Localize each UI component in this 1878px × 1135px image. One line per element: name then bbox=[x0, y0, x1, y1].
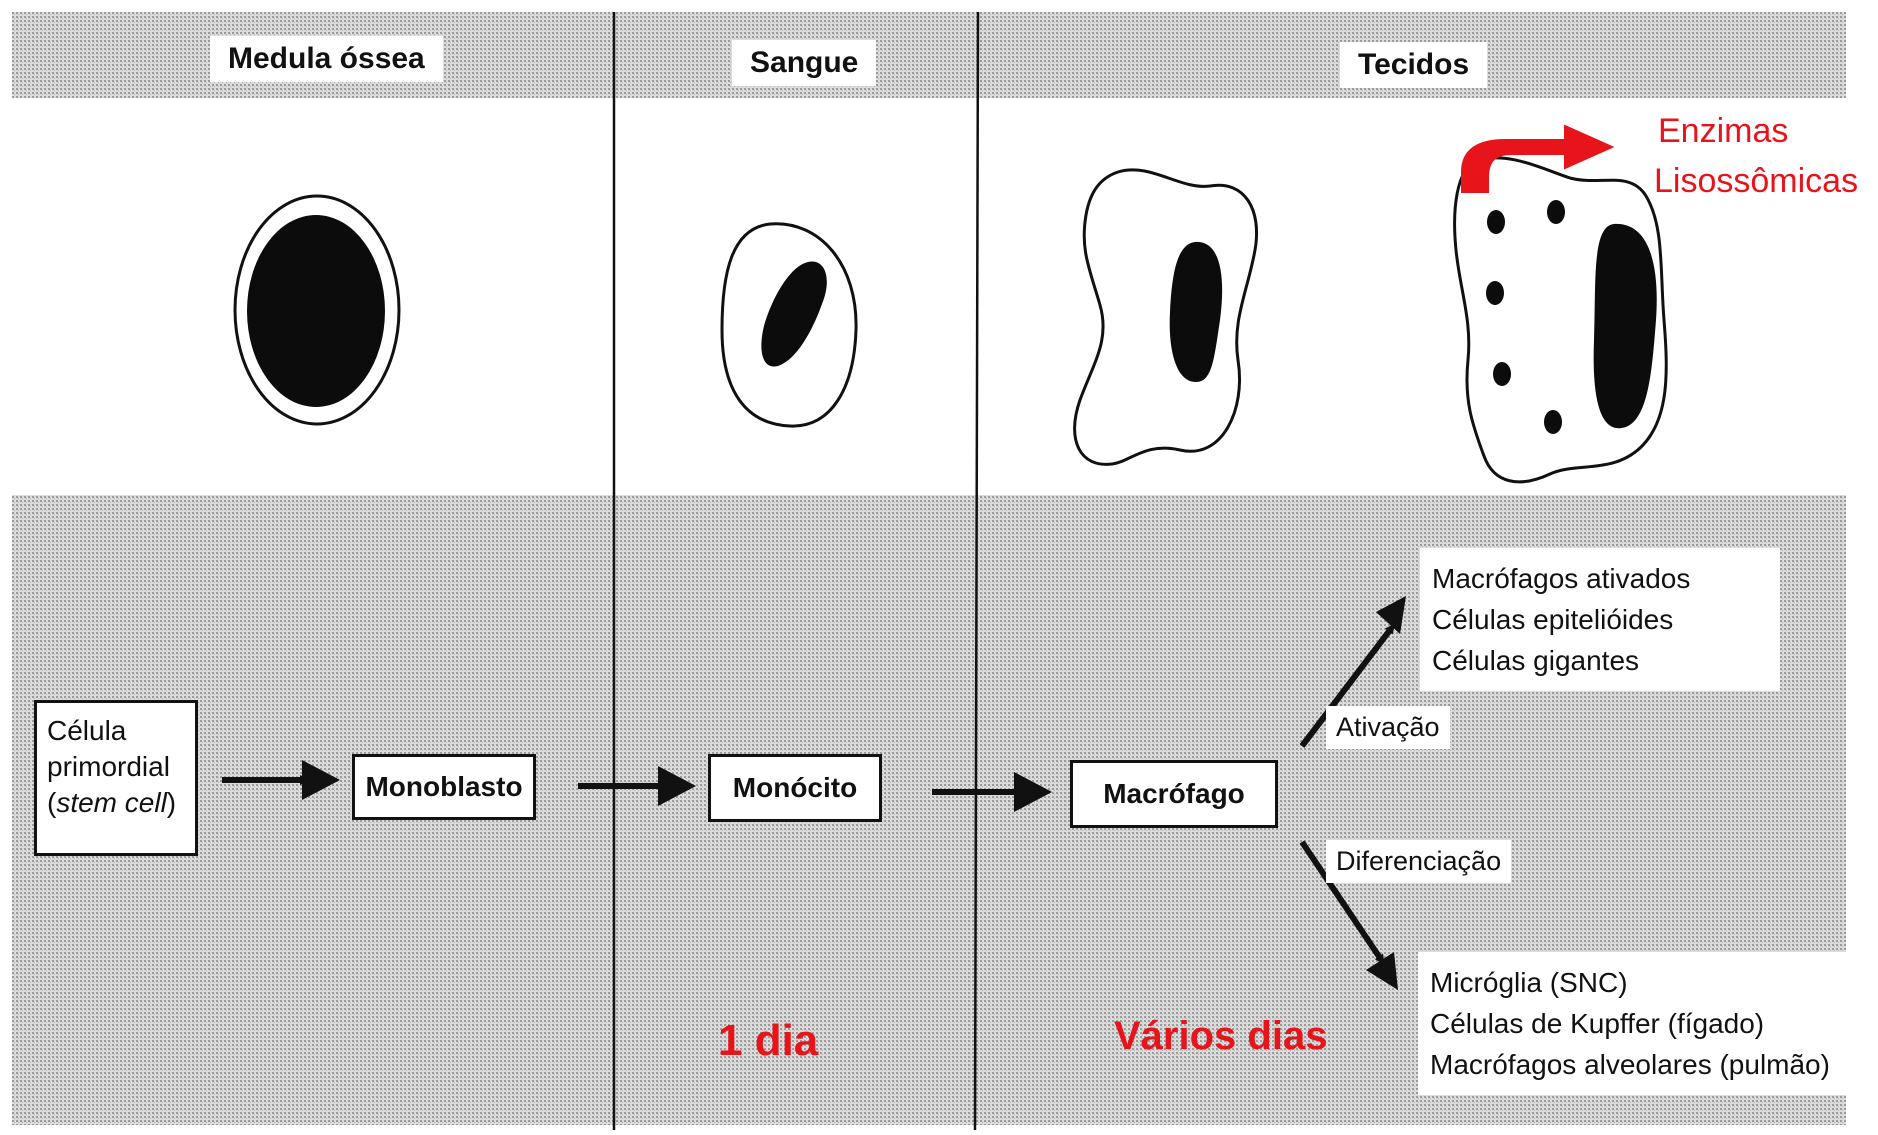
differentiated-item-1: Micróglia (SNC) bbox=[1430, 962, 1840, 1003]
stem-cell-paren-close: ) bbox=[167, 787, 176, 818]
activation-label: Ativação bbox=[1326, 706, 1450, 749]
several-days-label: Vários dias bbox=[1114, 1014, 1327, 1059]
differentiated-item-3: Macrófagos alveolares (pulmão) bbox=[1430, 1044, 1840, 1085]
differentiated-item-2: Células de Kupffer (fígado) bbox=[1430, 1003, 1840, 1044]
macrophage-drawing bbox=[1075, 170, 1257, 465]
activated-item-3: Células gigantes bbox=[1432, 640, 1768, 681]
stem-cell-line3: (stem cell) bbox=[47, 785, 176, 821]
enzymes-line1: Enzimas bbox=[1656, 106, 1858, 156]
one-day-label: 1 dia bbox=[718, 1016, 818, 1066]
monocyte-drawing bbox=[722, 224, 856, 426]
monoblast-box: Monoblasto bbox=[352, 754, 536, 820]
enzymes-note: Enzimas Lisossômicas bbox=[1656, 106, 1858, 206]
differentiated-list: Micróglia (SNC) Células de Kupffer (fíga… bbox=[1418, 952, 1852, 1095]
macrophage-box: Macrófago bbox=[1070, 760, 1278, 828]
stem-cell-paren-open: ( bbox=[47, 787, 56, 818]
header-blood: Sangue bbox=[732, 40, 876, 86]
header-tissues: Tecidos bbox=[1340, 42, 1487, 88]
activated-list: Macrófagos ativados Células epitelióides… bbox=[1420, 548, 1780, 691]
activated-item-2: Células epitelióides bbox=[1432, 599, 1768, 640]
stem-cell-line1: Célula bbox=[47, 713, 126, 749]
stem-cell-drawing bbox=[235, 196, 399, 424]
header-bone-marrow: Medula óssea bbox=[210, 36, 443, 82]
activated-item-1: Macrófagos ativados bbox=[1432, 558, 1768, 599]
differentiation-label: Diferenciação bbox=[1326, 840, 1511, 883]
stem-cell-line2: primordial bbox=[47, 749, 170, 785]
stem-cell-box: Célula primordial (stem cell) bbox=[34, 700, 198, 856]
monocyte-box: Monócito bbox=[708, 754, 882, 822]
activated-macrophage-drawing bbox=[1455, 158, 1667, 482]
enzymes-line2: Lisossômicas bbox=[1654, 156, 1858, 206]
stem-cell-italic: stem cell bbox=[56, 787, 166, 818]
